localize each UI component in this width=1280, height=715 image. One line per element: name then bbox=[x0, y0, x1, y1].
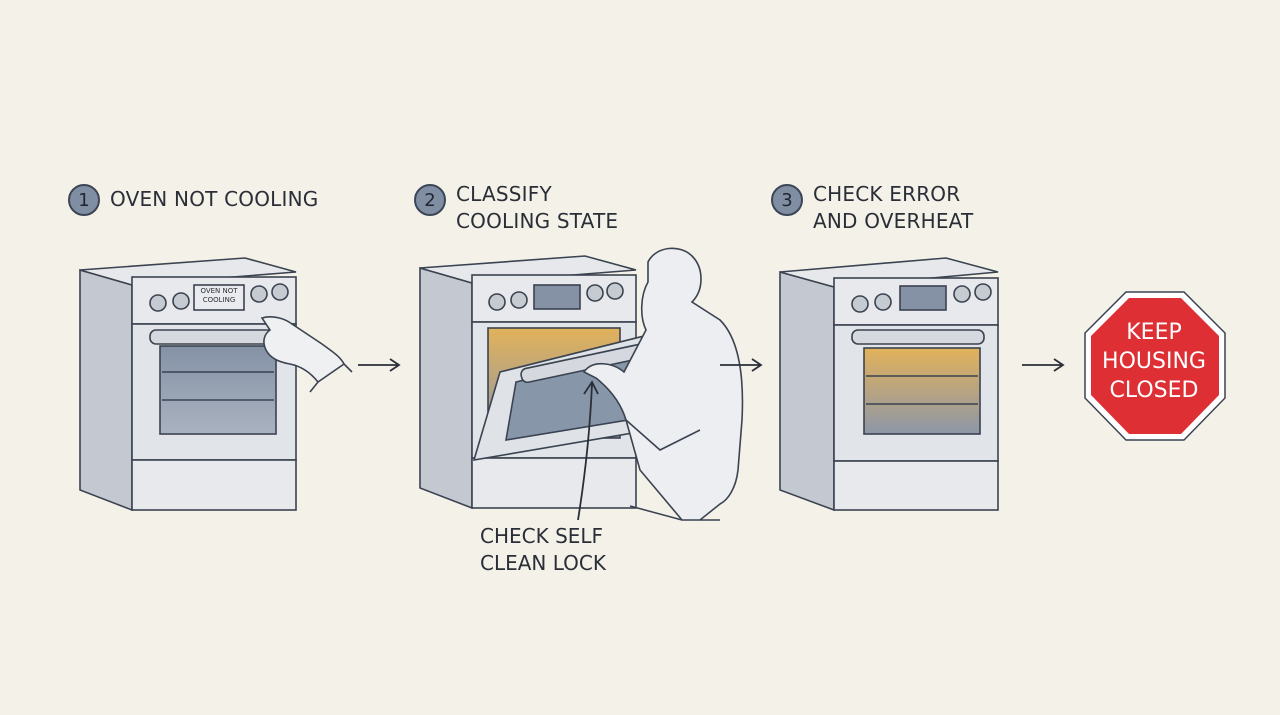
step-1-number: 1 bbox=[68, 184, 100, 216]
callout-arrow bbox=[577, 380, 599, 521]
step-2-number: 2 bbox=[414, 184, 446, 216]
arrow-3 bbox=[1022, 358, 1065, 372]
arrow-2 bbox=[720, 358, 763, 372]
oven-2 bbox=[419, 247, 744, 521]
step-2-title: CLASSIFY COOLING STATE bbox=[456, 182, 619, 233]
step-2: 2 CLASSIFY COOLING STATE bbox=[414, 182, 619, 235]
self-clean-lock-callout: CHECK SELF CLEAN LOCK bbox=[480, 524, 606, 575]
step-1: 1 OVEN NOT COOLING bbox=[68, 184, 318, 216]
step-3-number: 3 bbox=[771, 184, 803, 216]
oven-1 bbox=[79, 257, 353, 512]
arrow-1 bbox=[358, 358, 401, 372]
stop-sign-text: KEEP HOUSING CLOSED bbox=[1102, 320, 1206, 403]
oven-1-display-label: OVEN NOT COOLING bbox=[200, 287, 238, 304]
oven-3 bbox=[779, 257, 999, 512]
step-3-title: CHECK ERROR AND OVERHEAT bbox=[813, 182, 974, 233]
stop-sign bbox=[1084, 291, 1226, 441]
step-3: 3 CHECK ERROR AND OVERHEAT bbox=[771, 182, 974, 235]
step-1-title: OVEN NOT COOLING bbox=[110, 187, 319, 211]
